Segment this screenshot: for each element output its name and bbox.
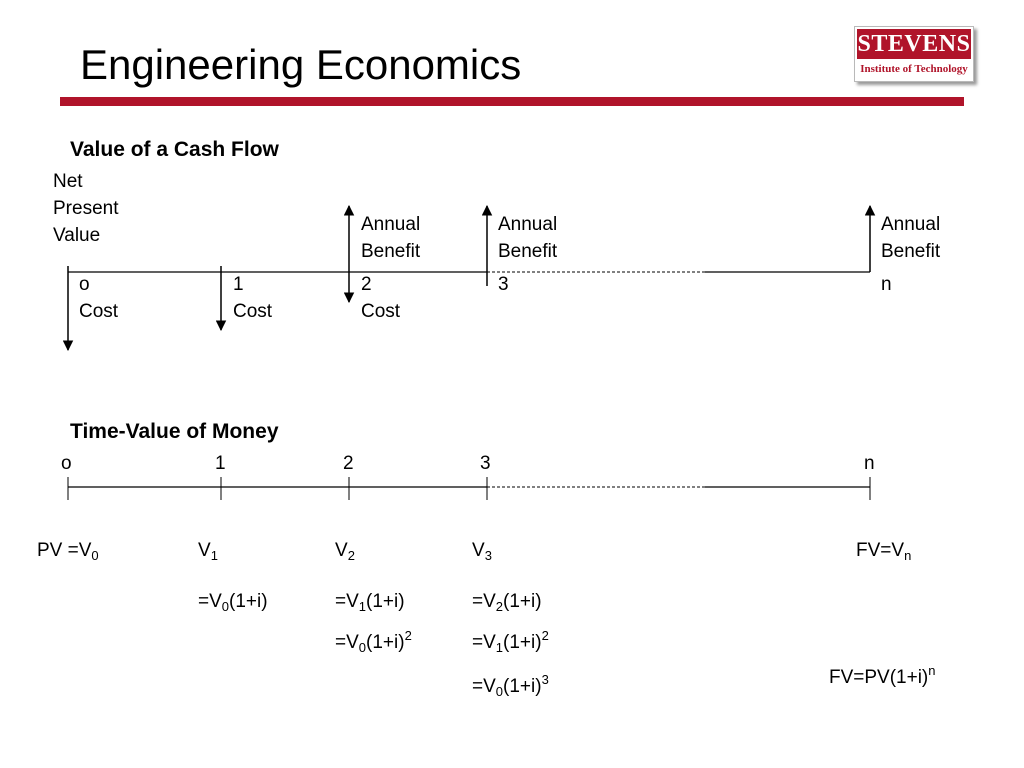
value-subscript: 3 bbox=[484, 548, 492, 563]
formula-text: (1+i) bbox=[366, 632, 405, 653]
benefit-line: Benefit bbox=[881, 241, 941, 262]
fv-value: FV=Vn bbox=[856, 537, 911, 564]
stevens-logo: STEVENS Institute of Technology bbox=[854, 26, 974, 82]
formula-text: =V bbox=[472, 676, 496, 697]
value-subscript: 0 bbox=[91, 548, 99, 563]
formula-text: =V bbox=[472, 632, 496, 653]
v2-formula-1: =V1(1+i) bbox=[335, 588, 405, 615]
cashflow-heading: Value of a Cash Flow bbox=[70, 138, 279, 161]
npv-label-line: Net bbox=[53, 171, 83, 192]
formula-text: (1+i) bbox=[366, 591, 405, 612]
formula-text: =V bbox=[198, 591, 222, 612]
formula-text: (1+i) bbox=[503, 632, 542, 653]
value-text: V bbox=[198, 540, 211, 561]
v3-formula-2: =V1(1+i)2 bbox=[472, 629, 549, 656]
value-text: V bbox=[335, 540, 348, 561]
benefit-line: Annual bbox=[498, 214, 558, 235]
benefit-line: Benefit bbox=[498, 241, 558, 262]
formula-exponent: n bbox=[928, 663, 936, 678]
cashflow-point-o: o Cost bbox=[79, 271, 118, 325]
tvm-tick-label-2: 2 bbox=[343, 453, 354, 474]
formula-text: (1+i) bbox=[503, 591, 542, 612]
tvm-tick-label-n: n bbox=[864, 453, 875, 474]
v3-formula-1: =V2(1+i) bbox=[472, 588, 542, 615]
pv-value: PV =V0 bbox=[37, 537, 99, 564]
value-subscript: n bbox=[904, 548, 912, 563]
benefit-label-3: Annual Benefit bbox=[498, 211, 557, 265]
benefit-line: Annual bbox=[881, 214, 941, 235]
fv-formula: FV=PV(1+i)n bbox=[829, 664, 936, 691]
logo-name: STEVENS bbox=[857, 29, 971, 59]
v1-value: V1 bbox=[198, 537, 218, 564]
formula-text: (1+i) bbox=[503, 676, 542, 697]
formula-exponent: 2 bbox=[541, 628, 549, 643]
tvm-heading: Time-Value of Money bbox=[70, 420, 279, 443]
period-label: 3 bbox=[498, 274, 509, 295]
period-label: o bbox=[79, 274, 90, 295]
period-label: 2 bbox=[361, 274, 372, 295]
cost-label: Cost bbox=[79, 301, 119, 322]
period-label: n bbox=[881, 274, 892, 295]
formula-subscript: 2 bbox=[495, 599, 504, 614]
v3-value: V3 bbox=[472, 537, 492, 564]
cashflow-point-1: 1 Cost bbox=[233, 271, 272, 325]
value-subscript: 2 bbox=[347, 548, 355, 563]
formula-text: =V bbox=[472, 591, 496, 612]
tvm-tick-label-3: 3 bbox=[480, 453, 491, 474]
formula-text: FV=PV(1+i) bbox=[829, 667, 929, 688]
formula-exponent: 3 bbox=[541, 672, 549, 687]
v1-formula-1: =V0(1+i) bbox=[198, 588, 268, 615]
cost-label: Cost bbox=[233, 301, 273, 322]
period-label: 1 bbox=[233, 274, 244, 295]
v3-formula-3: =V0(1+i)3 bbox=[472, 673, 549, 700]
logo-subtitle: Institute of Technology bbox=[860, 63, 968, 75]
formula-subscript: 0 bbox=[221, 599, 230, 614]
benefit-line: Annual bbox=[361, 214, 421, 235]
value-subscript: 1 bbox=[210, 548, 218, 563]
cost-label: Cost bbox=[361, 301, 401, 322]
v2-formula-2: =V0(1+i)2 bbox=[335, 629, 412, 656]
tvm-tick-label-o: o bbox=[61, 453, 72, 474]
formula-text: =V bbox=[335, 632, 359, 653]
cashflow-point-3: 3 bbox=[498, 271, 509, 298]
tvm-tick-label-1: 1 bbox=[215, 453, 226, 474]
npv-label-line: Value bbox=[53, 225, 101, 246]
cashflow-point-2: 2 Cost bbox=[361, 271, 400, 325]
formula-subscript: 0 bbox=[358, 640, 367, 655]
formula-subscript: 0 bbox=[495, 684, 504, 699]
benefit-label-2: Annual Benefit bbox=[361, 211, 420, 265]
v2-value: V2 bbox=[335, 537, 355, 564]
formula-text: =V bbox=[335, 591, 359, 612]
formula-text: (1+i) bbox=[229, 591, 268, 612]
npv-label: Net Present Value bbox=[53, 168, 118, 249]
cashflow-point-n: n bbox=[881, 271, 892, 298]
benefit-label-n: Annual Benefit bbox=[881, 211, 940, 265]
benefit-line: Benefit bbox=[361, 241, 421, 262]
npv-label-line: Present bbox=[53, 198, 119, 219]
formula-subscript: 1 bbox=[495, 640, 504, 655]
formula-subscript: 1 bbox=[358, 599, 367, 614]
title-underline bbox=[60, 97, 964, 106]
value-text: FV=V bbox=[856, 540, 905, 561]
value-text: PV =V bbox=[37, 540, 92, 561]
value-text: V bbox=[472, 540, 485, 561]
formula-exponent: 2 bbox=[404, 628, 412, 643]
slide-title: Engineering Economics bbox=[80, 41, 522, 88]
